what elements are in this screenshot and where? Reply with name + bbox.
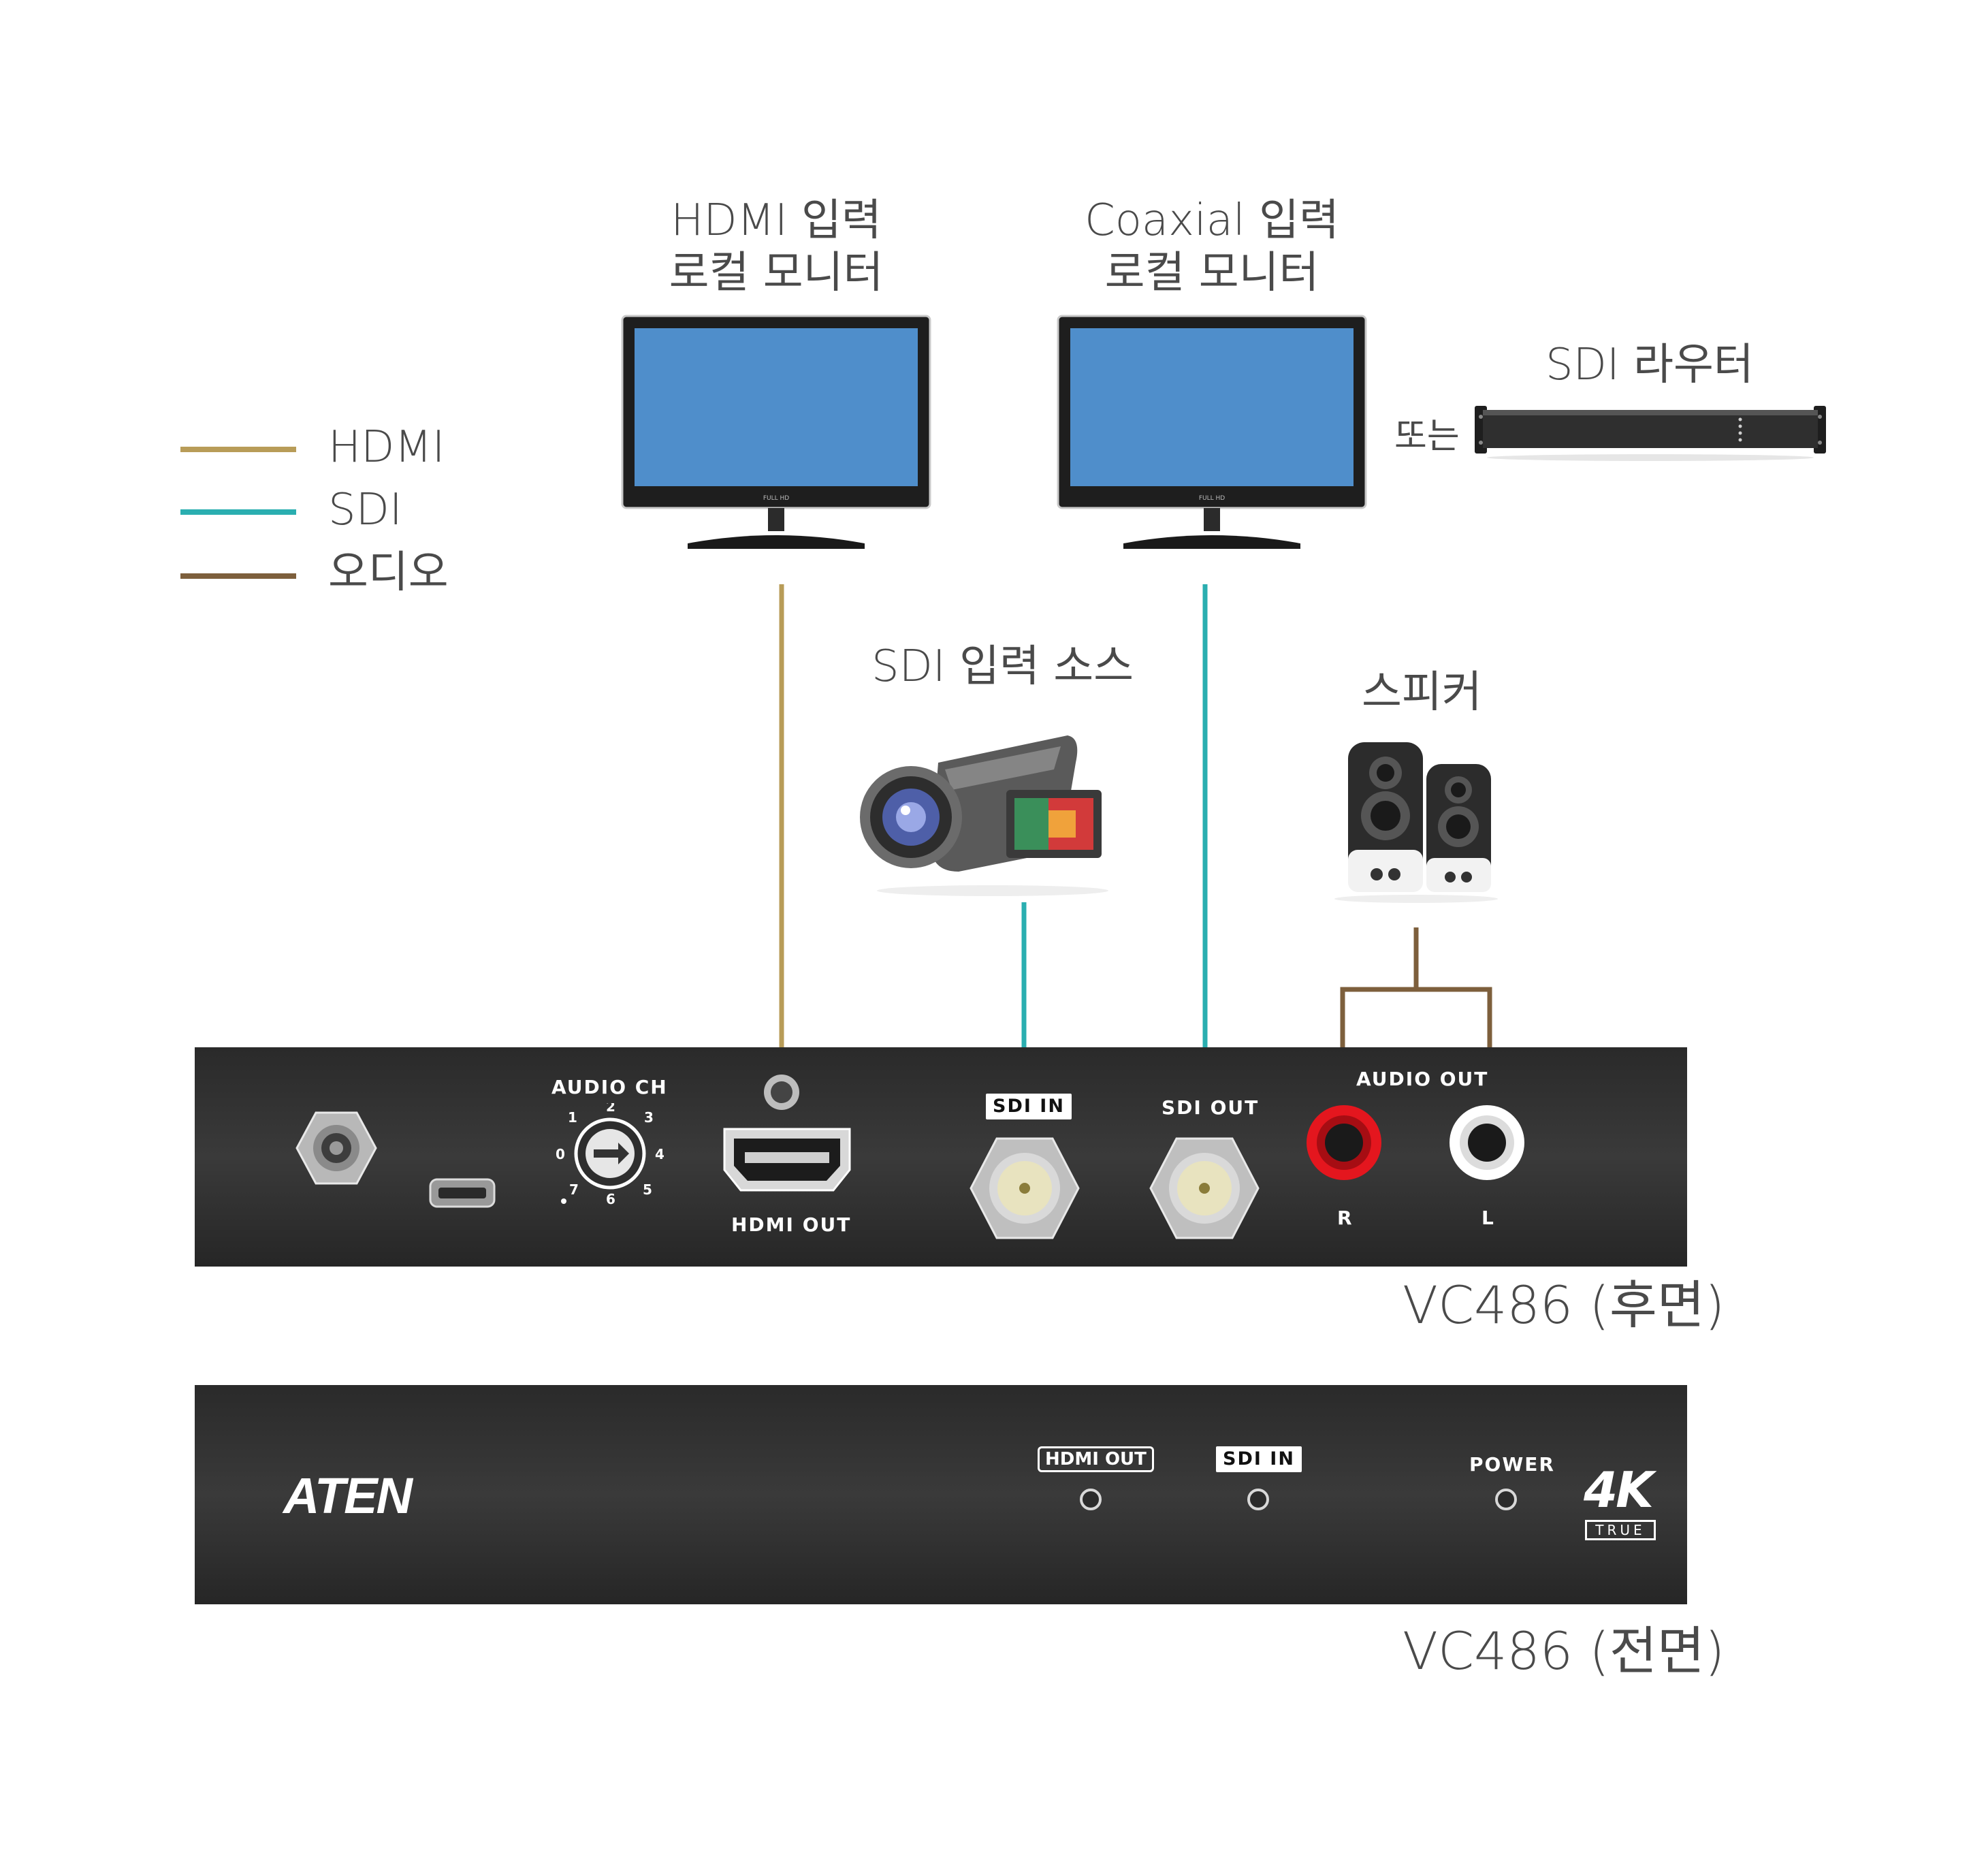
sdi-router-label: SDI 라우터 (1545, 340, 1754, 390)
coax-monitor-icon: FULL HD (1057, 315, 1367, 549)
usb-port-icon (429, 1178, 496, 1208)
sdi-in-tag: SDI IN (986, 1094, 1072, 1119)
audio-r-label: R (1337, 1207, 1354, 1229)
rear-panel-caption: VC486 (후면) (1403, 1275, 1725, 1335)
sdi-source-label: SDI 입력 소스 (871, 641, 1134, 692)
aten-logo: ATEN (283, 1467, 413, 1524)
sdi-in-port[interactable] (968, 1136, 1081, 1241)
coax-monitor-title-2: 로컬 모니터 (1104, 248, 1319, 298)
hdmi-out-port[interactable] (722, 1126, 852, 1194)
hdmi-out-label: HDMI OUT (731, 1213, 852, 1236)
dial-digit-4: 4 (655, 1146, 664, 1162)
hdmi-screw-icon (764, 1075, 799, 1110)
coax-monitor-title-1: Coaxial 입력 (1085, 195, 1339, 246)
sdi-out-port[interactable] (1148, 1136, 1261, 1241)
front-sdi-in-led (1247, 1489, 1269, 1510)
audio-out-r-jack[interactable] (1304, 1103, 1383, 1182)
legend-label-audio: 오디오 (328, 547, 449, 598)
camcorder-icon (860, 735, 1108, 896)
front-sdi-in-tag: SDI IN (1216, 1446, 1302, 1472)
audio-ch-dial[interactable]: 0 1 2 3 4 5 6 7 (549, 1103, 671, 1205)
speaker-label: 스피커 (1362, 667, 1482, 718)
front-hdmi-out-led (1080, 1489, 1102, 1510)
audio-cable (1340, 927, 1492, 1049)
dial-digit-5: 5 (643, 1181, 652, 1198)
speakers-icon (1334, 742, 1498, 903)
audio-l-label: L (1482, 1207, 1495, 1229)
hdmi-monitor-title-1: HDMI 입력 (671, 195, 882, 246)
audio-ch-label: AUDIO CH (551, 1076, 668, 1098)
true-badge: TRUE (1585, 1520, 1656, 1540)
dial-digit-2: 2 (606, 1103, 615, 1115)
front-hdmi-out-tag: HDMI OUT (1038, 1446, 1154, 1472)
rear-panel: AUDIO CH 0 1 2 3 4 5 6 7 HDMI OUT SDI IN (195, 1047, 1687, 1267)
audio-out-label: AUDIO OUT (1356, 1068, 1489, 1090)
dial-digit-6: 6 (606, 1191, 615, 1205)
hdmi-monitor-badge: FULL HD (763, 495, 789, 502)
dial-digit-7: 7 (569, 1181, 579, 1198)
sdi-router-icon (1475, 406, 1826, 461)
dial-digit-0: 0 (556, 1146, 565, 1162)
4k-badge: 4K (1584, 1461, 1654, 1519)
legend-label-sdi: SDI (328, 485, 402, 535)
hdmi-monitor-title-2: 로컬 모니터 (669, 248, 884, 298)
or-label: 또는 (1394, 416, 1460, 457)
dial-digit-3: 3 (644, 1109, 654, 1126)
coax-monitor-badge: FULL HD (1199, 495, 1225, 502)
sdi-out-label: SDI OUT (1162, 1096, 1260, 1119)
front-power-led (1495, 1489, 1517, 1510)
audio-out-l-jack[interactable] (1447, 1103, 1526, 1182)
legend-label-hdmi: HDMI (328, 422, 445, 473)
dial-digit-1: 1 (568, 1109, 577, 1126)
front-power-label: POWER (1469, 1453, 1555, 1476)
hdmi-monitor-icon: FULL HD (621, 315, 931, 549)
front-panel: ATEN HDMI OUT SDI IN POWER 4K TRUE (195, 1385, 1687, 1604)
power-jack-icon (295, 1111, 377, 1185)
front-panel-caption: VC486 (전면) (1403, 1621, 1725, 1681)
